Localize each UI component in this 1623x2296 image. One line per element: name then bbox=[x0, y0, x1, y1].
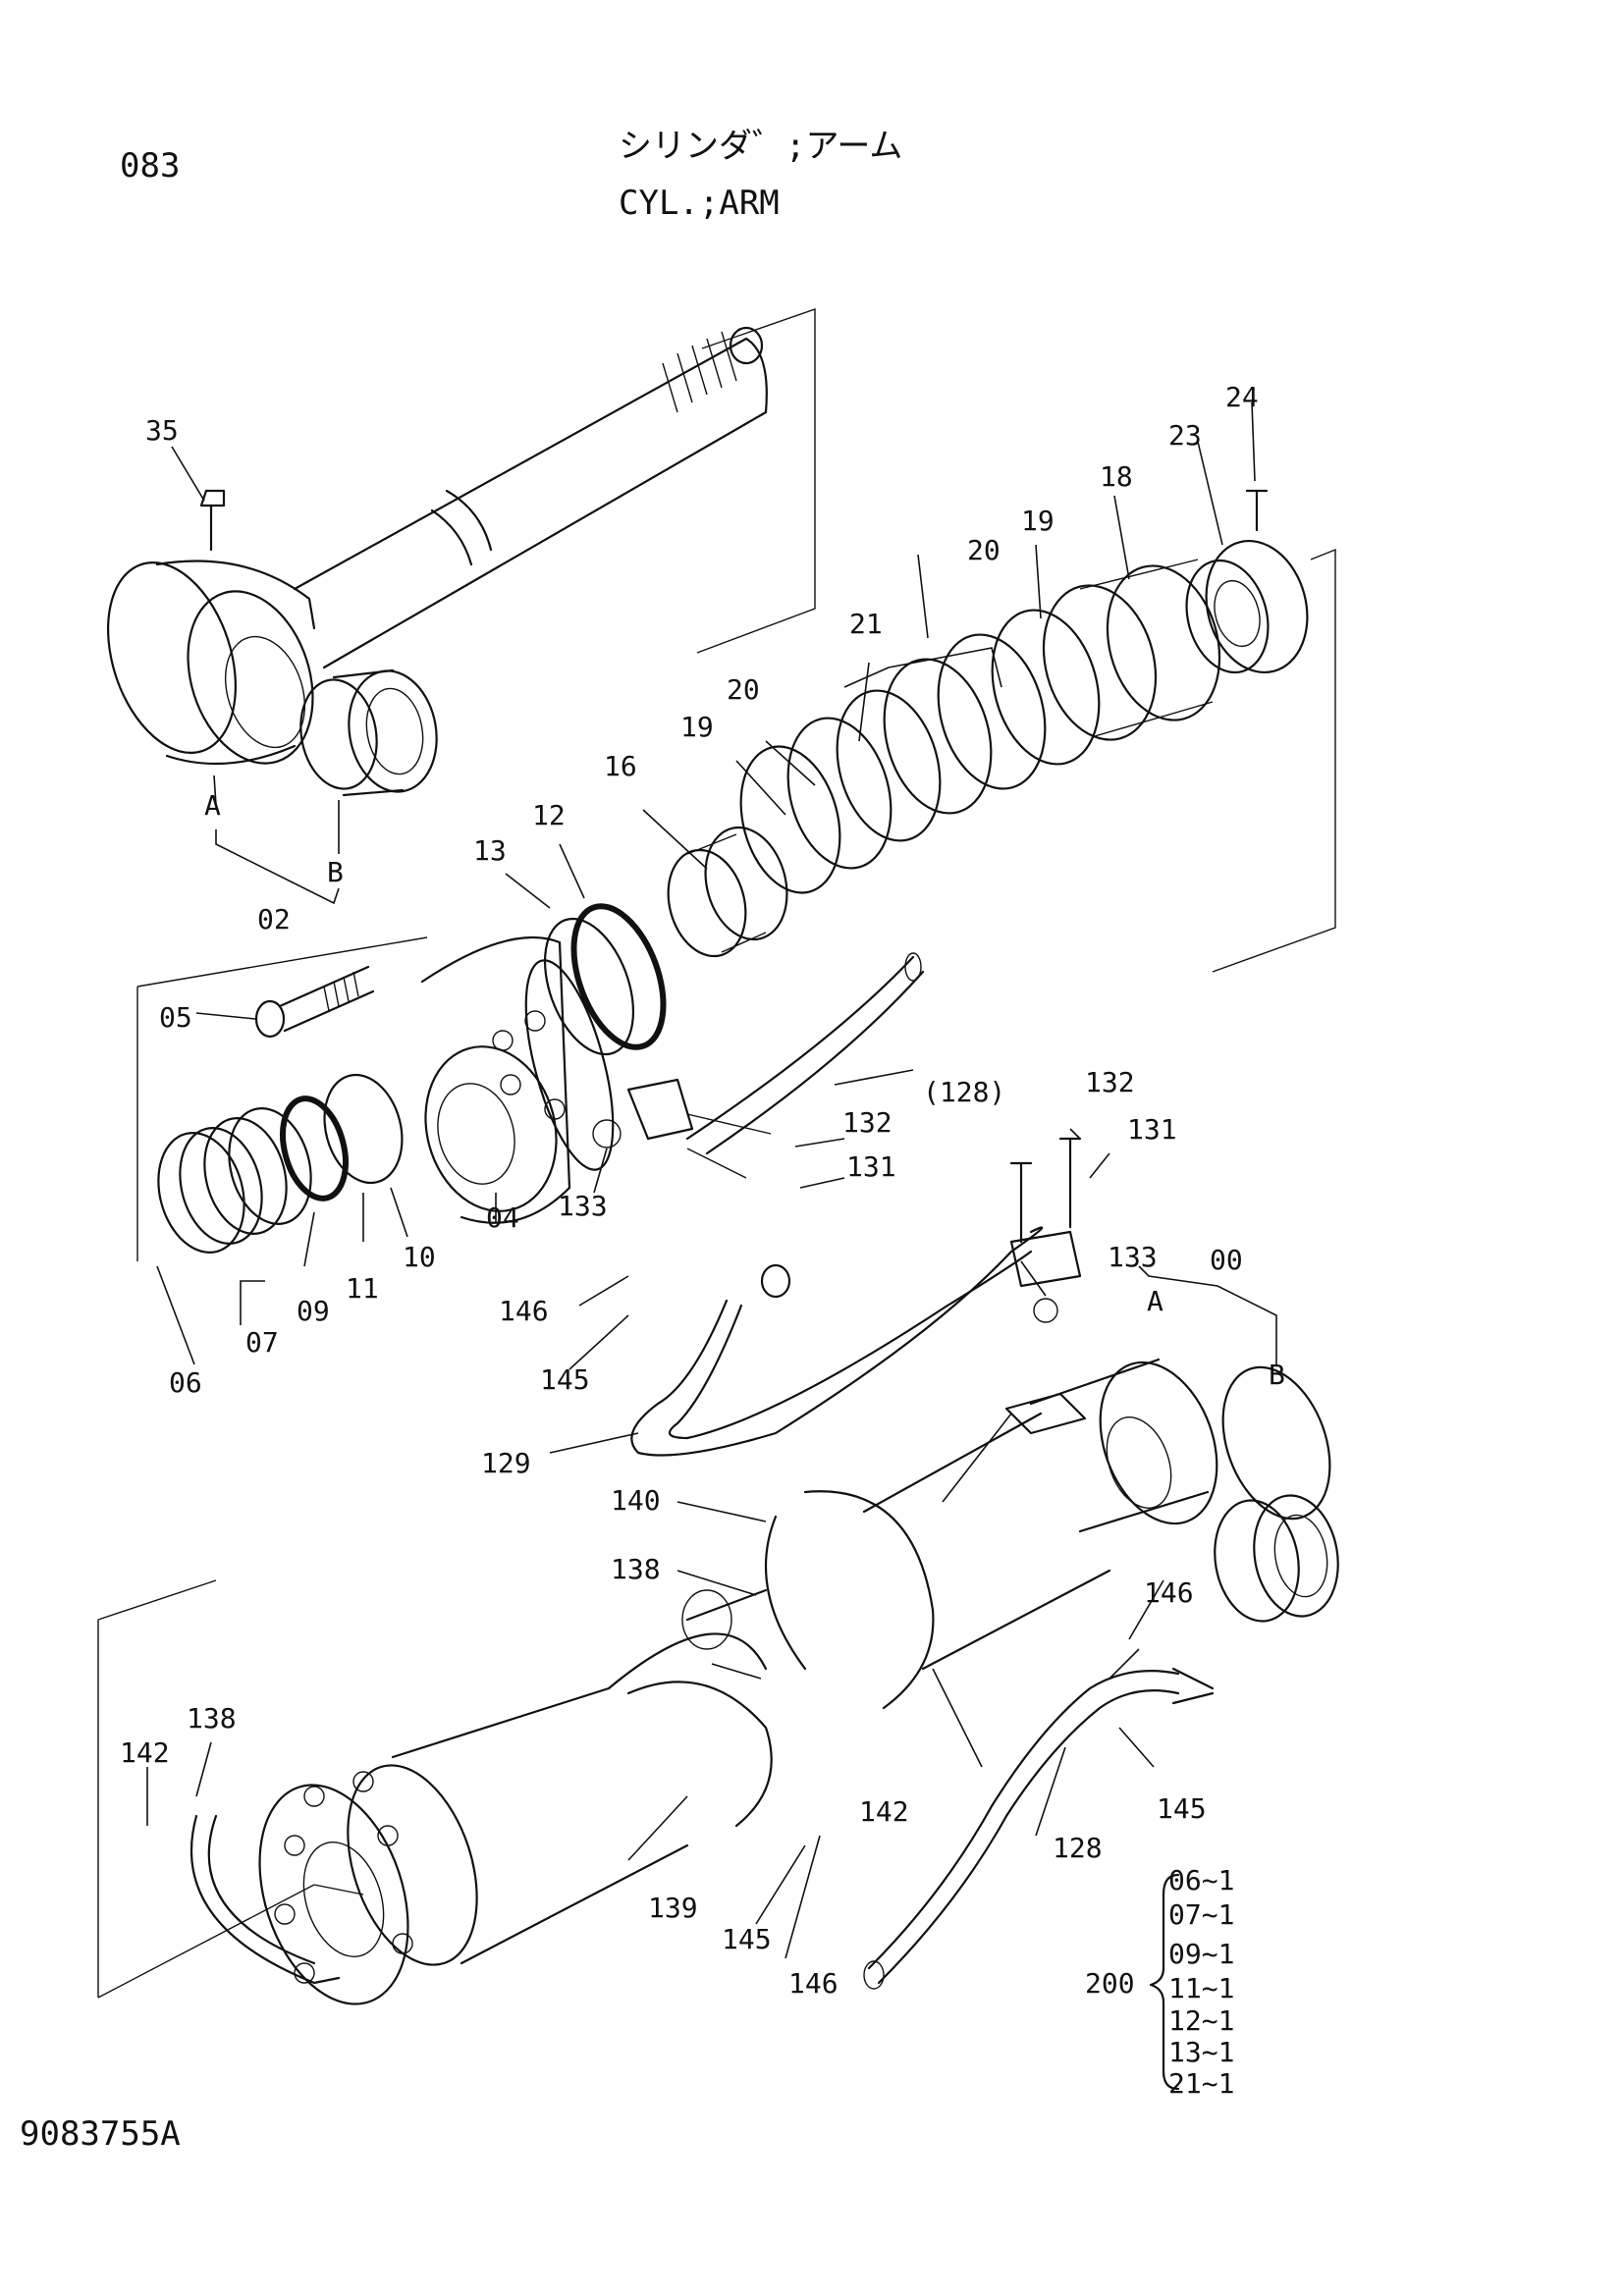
kit-item: 07~1 bbox=[1168, 1898, 1234, 1931]
piston-seal-stack bbox=[667, 489, 1336, 973]
callout-20-left: 20 bbox=[727, 673, 760, 706]
cylinder-tube bbox=[626, 1358, 1339, 1828]
callout-129: 129 bbox=[481, 1447, 531, 1479]
kit-item: 12~1 bbox=[1168, 2004, 1234, 2037]
callout-09: 09 bbox=[297, 1295, 330, 1327]
callout-133-right: 133 bbox=[1108, 1241, 1158, 1273]
title-japanese: シリンダ゛;アーム bbox=[619, 127, 902, 166]
piston-rod bbox=[107, 308, 816, 797]
callout-139: 139 bbox=[648, 1892, 698, 1924]
callout-21: 21 bbox=[849, 608, 883, 640]
callout-10: 10 bbox=[403, 1241, 436, 1273]
callout-142-center: 142 bbox=[859, 1795, 909, 1828]
callout-02: 02 bbox=[257, 903, 291, 935]
callout-20-right: 20 bbox=[967, 534, 1001, 566]
callout-16: 16 bbox=[604, 750, 637, 782]
callout-07: 07 bbox=[245, 1326, 279, 1359]
callout-12: 12 bbox=[532, 799, 566, 831]
callout-05: 05 bbox=[159, 1001, 192, 1034]
callout-19-left: 19 bbox=[680, 711, 714, 743]
leader-lines bbox=[146, 401, 1277, 1959]
hose-assembly bbox=[626, 952, 1215, 1990]
callout-131-left: 131 bbox=[846, 1150, 896, 1183]
callout-b-upper: B bbox=[327, 856, 344, 888]
kit-item: 21~1 bbox=[1168, 2067, 1234, 2100]
callout-19-right: 19 bbox=[1021, 505, 1055, 537]
callout-11: 11 bbox=[346, 1272, 379, 1305]
callout-13: 13 bbox=[473, 834, 507, 867]
callout-132-right: 132 bbox=[1085, 1066, 1135, 1098]
callout-18: 18 bbox=[1100, 460, 1133, 493]
callout-a-upper: A bbox=[204, 789, 221, 822]
callout-b-lower: B bbox=[1269, 1359, 1285, 1391]
callout-00: 00 bbox=[1210, 1244, 1243, 1276]
drawing-number: 9083755A bbox=[20, 2114, 181, 2154]
callout-138-left: 138 bbox=[187, 1702, 237, 1735]
callout-06: 06 bbox=[169, 1366, 202, 1399]
callout-140: 140 bbox=[611, 1484, 661, 1517]
callout-138-center: 138 bbox=[611, 1553, 661, 1585]
callout-145-upper: 145 bbox=[540, 1363, 590, 1396]
callout-131-right: 131 bbox=[1127, 1113, 1177, 1146]
kit-item: 11~1 bbox=[1168, 1972, 1234, 2004]
title-english: CYL.;ARM bbox=[619, 184, 780, 223]
callout-146-right: 146 bbox=[1144, 1576, 1194, 1609]
callout-145-bottom: 145 bbox=[722, 1923, 772, 1955]
kit-item: 06~1 bbox=[1168, 1864, 1234, 1896]
kit-number: 200 bbox=[1085, 1967, 1135, 2000]
callout-142-left: 142 bbox=[120, 1736, 170, 1769]
callout-128-ref: (128) bbox=[923, 1076, 1005, 1108]
kit-brace bbox=[1149, 1873, 1180, 2091]
callout-a-lower: A bbox=[1147, 1285, 1163, 1317]
callout-04: 04 bbox=[486, 1201, 519, 1234]
callout-24: 24 bbox=[1225, 381, 1259, 413]
callout-146-upper: 146 bbox=[499, 1295, 549, 1327]
callout-132-left: 132 bbox=[842, 1106, 893, 1139]
callouts: 35 A B 02 13 12 16 19 20 21 20 19 18 23 … bbox=[120, 381, 1285, 2000]
seal-kit-list: 200 06~1 07~1 09~1 11~1 12~1 13~1 21~1 bbox=[1085, 1864, 1234, 2100]
cylinder-tube-lower bbox=[97, 1579, 768, 2005]
cylinder-head bbox=[136, 903, 667, 1261]
callout-146-bottom: 146 bbox=[788, 1967, 839, 2000]
callout-145-right: 145 bbox=[1157, 1792, 1207, 1825]
callout-133-left: 133 bbox=[558, 1190, 608, 1222]
callout-23: 23 bbox=[1168, 419, 1202, 452]
callout-128: 128 bbox=[1053, 1832, 1103, 1864]
callout-35: 35 bbox=[145, 414, 179, 447]
kit-item: 13~1 bbox=[1168, 2036, 1234, 2068]
kit-item: 09~1 bbox=[1168, 1938, 1234, 1970]
page-number: 083 bbox=[120, 146, 180, 186]
